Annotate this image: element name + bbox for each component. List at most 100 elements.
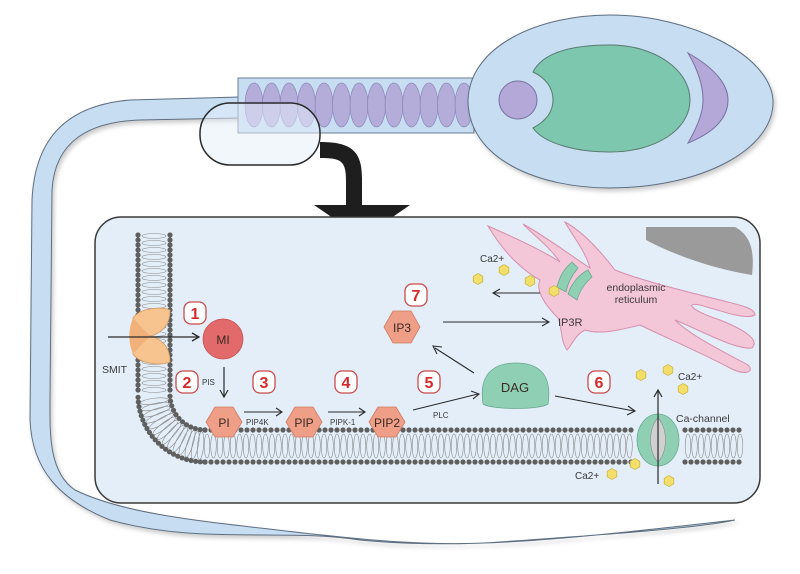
- lipid-head: [688, 459, 694, 465]
- lipid-head: [514, 459, 520, 465]
- lipid-tail: [190, 431, 200, 460]
- mi-label: MI: [216, 333, 229, 347]
- ca-out-label: Ca2+: [575, 471, 599, 482]
- zoom-region-outline: [199, 102, 321, 166]
- lipid-head: [706, 459, 712, 465]
- lipid-head: [520, 427, 526, 433]
- lipid-head: [364, 459, 370, 465]
- lipid-head: [448, 459, 454, 465]
- lipid-head: [364, 427, 370, 433]
- lipid-head: [167, 277, 173, 283]
- lipid-tail: [463, 433, 471, 459]
- lipid-head: [167, 372, 173, 378]
- lipid-tail: [320, 433, 328, 459]
- lipid-tail: [405, 433, 412, 459]
- lipid-head: [724, 459, 730, 465]
- lipid-tail: [178, 428, 192, 456]
- calcium-ion: [635, 369, 647, 381]
- lipid-head: [188, 424, 194, 430]
- plc-label: PLC: [433, 411, 449, 420]
- dag-to-channel-arrowhead: [626, 405, 637, 416]
- lipid-head: [604, 459, 610, 465]
- lipid-tail: [613, 433, 620, 459]
- lipid-head: [478, 459, 484, 465]
- pi-molecule: PI: [205, 406, 243, 438]
- lipid-head: [466, 427, 472, 433]
- lipid-head: [598, 427, 604, 433]
- lipid-tail: [141, 268, 167, 274]
- lipid-tail: [626, 433, 633, 459]
- lipid-tail: [535, 433, 542, 459]
- lipid-head: [135, 237, 141, 243]
- er-calcium-release-arrowhead: [491, 288, 501, 298]
- lipid-head: [167, 362, 173, 368]
- lipid-head: [135, 267, 141, 273]
- lipid-head: [442, 427, 448, 433]
- lipid-head: [730, 459, 736, 465]
- smit-label: SMIT: [102, 364, 128, 376]
- lipid-head: [340, 459, 346, 465]
- lipid-head: [135, 394, 141, 400]
- lipid-head: [322, 459, 328, 465]
- lipid-head: [358, 459, 364, 465]
- mitochondrion: [332, 82, 351, 128]
- lipid-tail: [710, 433, 718, 459]
- step-badge-2: 2: [175, 370, 199, 394]
- lipid-head: [400, 459, 406, 465]
- lipid-head: [718, 459, 724, 465]
- calcium-ion: [663, 475, 675, 487]
- lipid-head: [183, 456, 190, 463]
- lipid-head: [358, 427, 364, 433]
- lipid-head: [508, 427, 514, 433]
- calcium-ion: [498, 264, 510, 276]
- plc-arrowhead: [470, 390, 481, 400]
- lipid-head: [508, 459, 514, 465]
- lipid-head: [328, 459, 334, 465]
- lipid-head: [418, 459, 424, 465]
- lipid-tail: [141, 380, 167, 386]
- calcium-ions: [472, 264, 689, 487]
- lipid-head: [202, 459, 208, 465]
- lipid-head: [192, 426, 198, 432]
- lipid-head: [167, 387, 173, 393]
- acrosome: [686, 51, 729, 145]
- lipid-head: [544, 427, 550, 433]
- lipid-head: [167, 287, 173, 293]
- lipid-head: [700, 459, 706, 465]
- lipid-tail: [143, 405, 171, 418]
- lipid-head: [622, 427, 628, 433]
- lipid-head: [142, 421, 148, 427]
- zoom-arrow: [314, 142, 410, 238]
- lipid-head: [586, 459, 592, 465]
- lipid-head: [167, 242, 173, 248]
- lipid-head: [454, 427, 460, 433]
- lipid-head: [167, 337, 173, 343]
- lipid-head: [244, 459, 250, 465]
- lipid-head: [137, 408, 143, 414]
- step-number: 5: [425, 375, 434, 392]
- lipid-tail: [281, 433, 289, 459]
- lipid-tail: [528, 433, 536, 459]
- step-number: 2: [183, 375, 192, 392]
- lipid-tail: [515, 433, 523, 459]
- lipid-head: [135, 292, 141, 298]
- lipid-tail: [172, 426, 188, 453]
- pis-label: PIS: [202, 378, 215, 387]
- lipid-head: [167, 302, 173, 308]
- lipid-head: [238, 427, 244, 433]
- er-label-line2: reticulum: [615, 294, 658, 306]
- lipid-head: [167, 377, 173, 383]
- centriole: [498, 80, 538, 120]
- ip3r-receptor: [556, 261, 593, 301]
- lipid-head: [135, 232, 141, 238]
- lipid-head: [352, 459, 358, 465]
- lipid-head: [442, 459, 448, 465]
- lipid-tail: [333, 433, 341, 459]
- lipid-head: [274, 427, 280, 433]
- lipid-tail: [483, 433, 490, 459]
- lipid-head: [167, 332, 173, 338]
- lipid-tail: [262, 433, 269, 459]
- lipid-tail: [398, 433, 406, 459]
- lipid-head: [146, 429, 153, 436]
- lipid-head: [268, 459, 274, 465]
